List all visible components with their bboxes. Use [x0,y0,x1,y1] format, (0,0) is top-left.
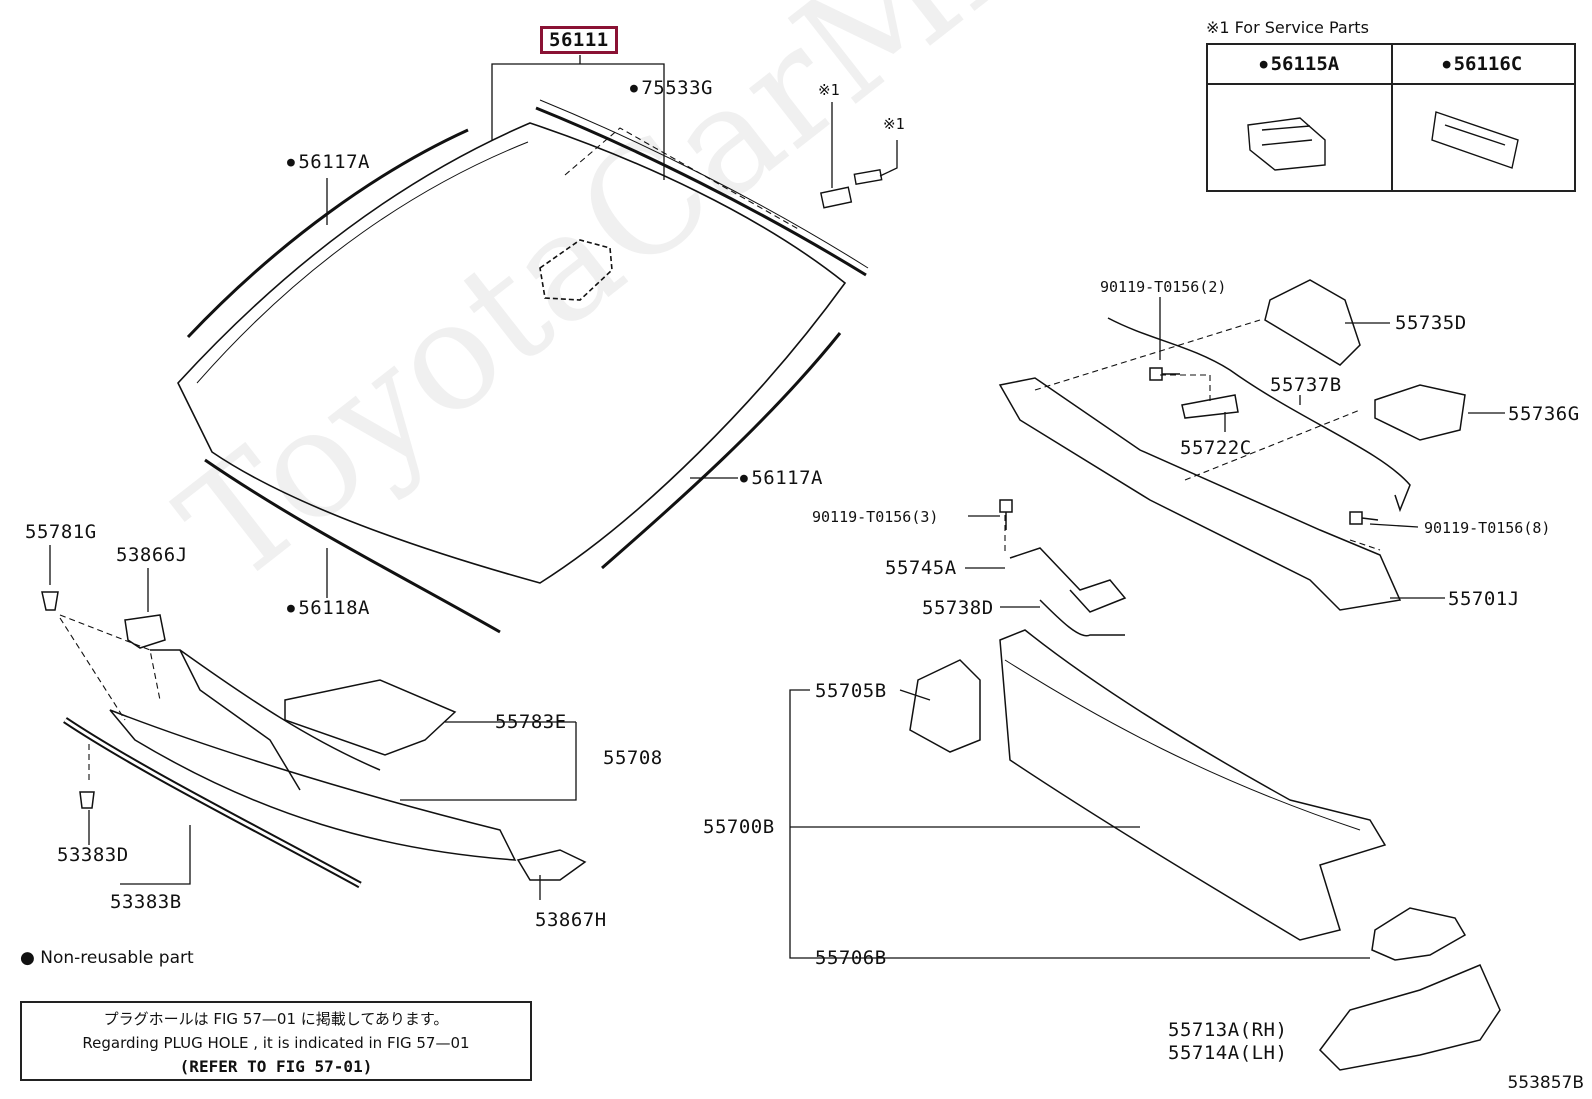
service-part-56116c-label[interactable]: 56116C [1391,53,1574,75]
part-90119-2-label[interactable]: 90119-T0156(2) [1100,278,1227,296]
part-55722c-label[interactable]: 55722C [1180,437,1252,459]
legend: ● Non-reusable part [20,948,194,968]
windshield-glass [177,122,847,584]
cowl-panel-55783e [284,679,457,756]
non-reusable-bullet-icon: ● [20,948,35,968]
legend-text: Non-reusable part [40,948,194,968]
bolt-90119-3 [999,499,1013,530]
service-part-56116c-icon [1431,111,1519,169]
part-55714a-label[interactable]: 55714A(LH) [1168,1042,1288,1064]
cowl-panel-55701j [998,377,1402,611]
service-parts-table: 56115A 56116C [1206,43,1576,192]
plug-hole-note: プラグホールは FIG 57—01 に掲載してあります。 Regarding P… [20,1001,532,1081]
part-53867h-label[interactable]: 53867H [535,909,607,931]
clip-53383d [79,791,95,809]
part-55713a-label[interactable]: 55713A(RH) [1168,1019,1288,1041]
service-parts-header: ※1 For Service Parts [1206,18,1369,37]
part-55736g-label[interactable]: 55736G [1508,403,1580,425]
service-part-56115a-label[interactable]: 56115A [1208,53,1391,75]
part-56118a-label[interactable]: 56118A [287,598,370,621]
bolt-90119-2 [1149,367,1180,381]
part-90119-3-label[interactable]: 90119-T0156(3) [812,508,939,526]
bracket-55722c [1181,394,1239,419]
bracket-55735d [1264,279,1361,366]
part-55700b-label[interactable]: 55700B [703,816,775,838]
part-56117a-right-label[interactable]: 56117A [740,468,823,491]
bolt-90119-8 [1349,511,1379,525]
star-mark-2: ※1 [883,115,905,133]
part-90119-8-label[interactable]: 90119-T0156(8) [1424,519,1551,537]
part-55701j-label[interactable]: 55701J [1448,588,1520,610]
part-55737b-label[interactable]: 55737B [1270,374,1342,396]
panel-55713a [1319,964,1501,1071]
hose-55737b [1107,317,1411,513]
part-56111-label[interactable]: 56111 [540,26,618,54]
part-56117a-top-label[interactable]: 56117A [287,152,370,175]
bracket-55706b [1371,907,1467,961]
service-part-56115a-icon [1247,117,1326,171]
part-55735d-label[interactable]: 55735D [1395,312,1467,334]
molding-56118a [204,458,501,634]
cowl-55700b [999,629,1387,941]
note-reference[interactable]: (REFER TO FIG 57-01) [179,1057,373,1076]
part-53866j-label[interactable]: 53866J [116,544,188,566]
bracket-55736g [1374,384,1466,441]
bracket-55705b [909,659,981,753]
note-line-en: Regarding PLUG HOLE , it is indicated in… [82,1034,470,1052]
clip-53866j [124,614,166,649]
part-55745a-label[interactable]: 55745A [885,557,957,579]
part-75533g-label[interactable]: 75533G [630,78,713,101]
figure-number: 553857B [1507,1073,1584,1093]
clip-55781g [41,591,59,611]
part-55781g-label[interactable]: 55781G [25,521,97,543]
molding-56117a-left [186,128,469,339]
molding-56117a-right [601,332,842,570]
part-53383d-label[interactable]: 53383D [57,844,129,866]
cowl-top-55708 [109,709,517,861]
part-55706b-label[interactable]: 55706B [815,947,887,969]
molding-75533g [535,106,867,277]
part-55705b-label[interactable]: 55705B [815,680,887,702]
bracket-53867h [516,849,587,881]
part-55738d-label[interactable]: 55738D [922,597,994,619]
bracket-55745a [1009,547,1127,613]
part-55708-label[interactable]: 55708 [603,747,663,769]
part-55783e-label[interactable]: 55783E [495,711,567,733]
star-mark-1: ※1 [818,81,840,99]
note-line-jp: プラグホールは FIG 57—01 に掲載してあります。 [103,1010,449,1028]
pipe-55738d [1039,599,1125,637]
part-53383b-label[interactable]: 53383B [110,891,182,913]
